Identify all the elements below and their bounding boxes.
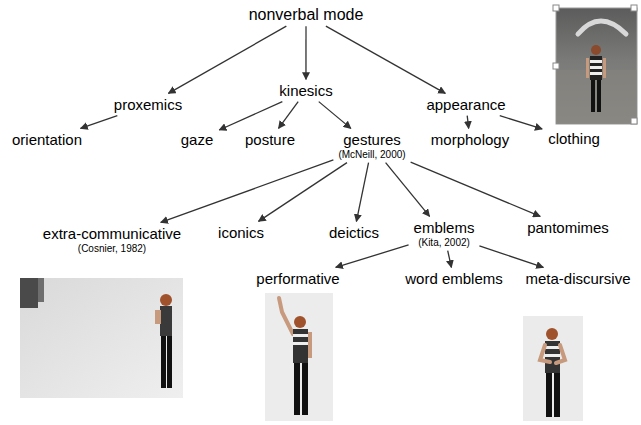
performative-picture: [265, 293, 333, 421]
term-label: posture: [245, 131, 295, 148]
tree-term: gaze: [178, 131, 217, 148]
term-label: morphology: [431, 131, 509, 148]
term-label: appearance: [426, 96, 505, 113]
tree-arrow: [448, 251, 452, 268]
tree-term: meta-discursive: [522, 270, 633, 287]
tree-term: posture: [242, 131, 298, 148]
term-label: proxemics: [114, 96, 182, 113]
meta-discursive-picture: [523, 316, 583, 421]
tree-term: word emblems: [402, 270, 506, 287]
tree-arrow: [81, 116, 118, 129]
tree-arrow: [258, 163, 346, 222]
term-label: extra-communicative: [43, 225, 181, 242]
tree-term: nonverbal mode: [246, 6, 367, 24]
clothing-picture: [553, 5, 637, 124]
tree-term: performative: [253, 270, 342, 287]
tree-arrow: [356, 163, 368, 222]
tree-arrow: [219, 102, 282, 130]
term-label: deictics: [329, 224, 379, 241]
tree-arrow: [467, 116, 468, 129]
tree-term: extra-communicative(Cosnier, 1982): [40, 225, 184, 254]
term-label: iconics: [218, 224, 264, 241]
term-label: clothing: [548, 130, 600, 147]
tree-term: iconics: [215, 224, 267, 241]
term-label: orientation: [12, 131, 82, 148]
tree-term: deictics: [326, 224, 382, 241]
tree-term: morphology: [428, 131, 512, 148]
term-label: nonverbal mode: [249, 6, 364, 24]
tree-arrow: [305, 26, 306, 79]
tree-arrow: [411, 162, 541, 216]
tree-arrow: [479, 246, 543, 267]
term-label: gestures: [338, 131, 405, 148]
tree-term: clothing: [545, 130, 603, 147]
term-label: emblems: [414, 219, 475, 236]
citation-label: (McNeill, 2000): [338, 149, 405, 161]
tree-arrow: [319, 102, 351, 129]
term-label: kinesics: [279, 82, 332, 99]
tree-arrow: [336, 245, 409, 267]
term-label: gaze: [181, 131, 214, 148]
tree-term: proxemics: [111, 96, 185, 113]
tree-arrow: [168, 26, 286, 93]
tree-arrow: [326, 26, 445, 93]
tree-term: kinesics: [276, 82, 335, 99]
tree-term: gestures(McNeill, 2000): [335, 131, 408, 160]
term-label: meta-discursive: [525, 270, 630, 287]
term-label: pantomimes: [527, 219, 609, 236]
tree-term: pantomimes: [524, 219, 612, 236]
term-label: performative: [256, 270, 339, 287]
term-label: word emblems: [405, 270, 503, 287]
tree-arrow: [386, 163, 430, 217]
tree-arrow: [161, 160, 334, 222]
citation-label: (Cosnier, 1982): [43, 243, 181, 255]
tree-arrow: [279, 102, 299, 129]
citation-label: (Kita, 2002): [414, 237, 475, 249]
tree-term: emblems(Kita, 2002): [411, 219, 478, 248]
tree-term: orientation: [9, 131, 85, 148]
tree-term: appearance: [423, 96, 508, 113]
tree-arrow: [500, 116, 542, 129]
extra-communicative-picture: [20, 278, 183, 398]
